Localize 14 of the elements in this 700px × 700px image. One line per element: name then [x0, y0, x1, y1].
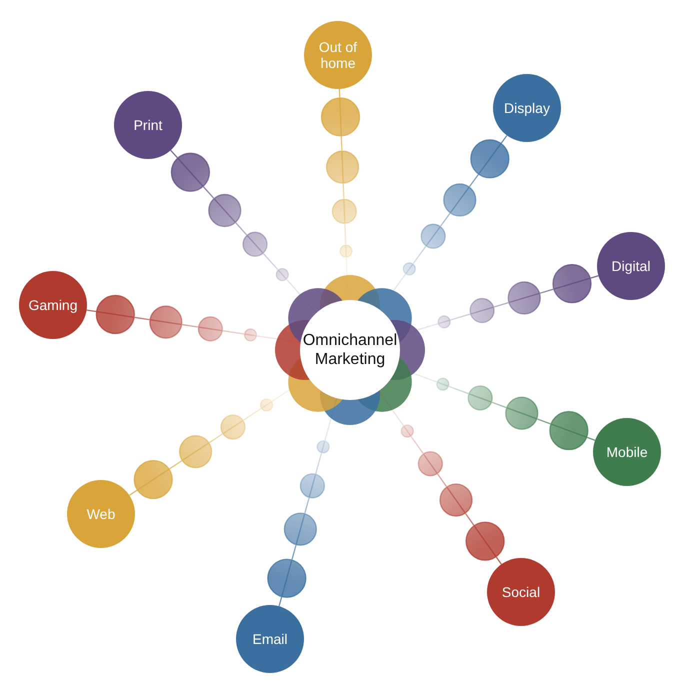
dotted-connector	[378, 390, 505, 565]
channel-label: Digital	[610, 258, 652, 274]
channel-label: Gaming	[27, 297, 79, 313]
channel-label: Out of home	[318, 39, 358, 71]
channel-label: Email	[251, 631, 288, 647]
channel-label: Omnichannel Marketing	[302, 331, 398, 369]
channel-label: Social	[500, 584, 542, 600]
channel-label: Mobile	[605, 444, 649, 460]
channel-label: Display	[503, 100, 551, 116]
dotted-connector	[267, 398, 338, 607]
dotted-connector	[128, 376, 309, 500]
channel-label: Print	[132, 117, 164, 133]
channel-label: Web	[86, 506, 116, 522]
dotted-connector	[86, 294, 302, 344]
